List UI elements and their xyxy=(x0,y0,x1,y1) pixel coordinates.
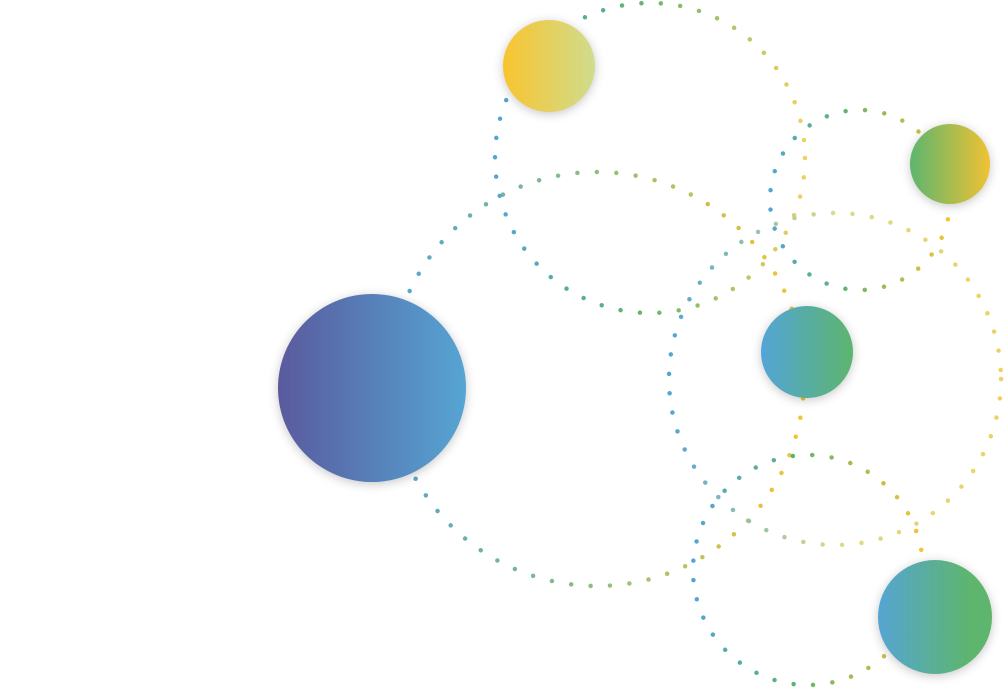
yellow-orb xyxy=(503,20,595,112)
green-yellow-orb xyxy=(910,124,990,204)
blue-green-orb xyxy=(761,306,853,398)
large-indigo-blue-orb xyxy=(278,294,466,482)
dotted-orbit-right xyxy=(666,210,1004,548)
blue-green-bottom-orb xyxy=(878,560,992,674)
dotted-orbit-bottom xyxy=(690,452,926,688)
dotted-orbit-top xyxy=(492,0,808,316)
